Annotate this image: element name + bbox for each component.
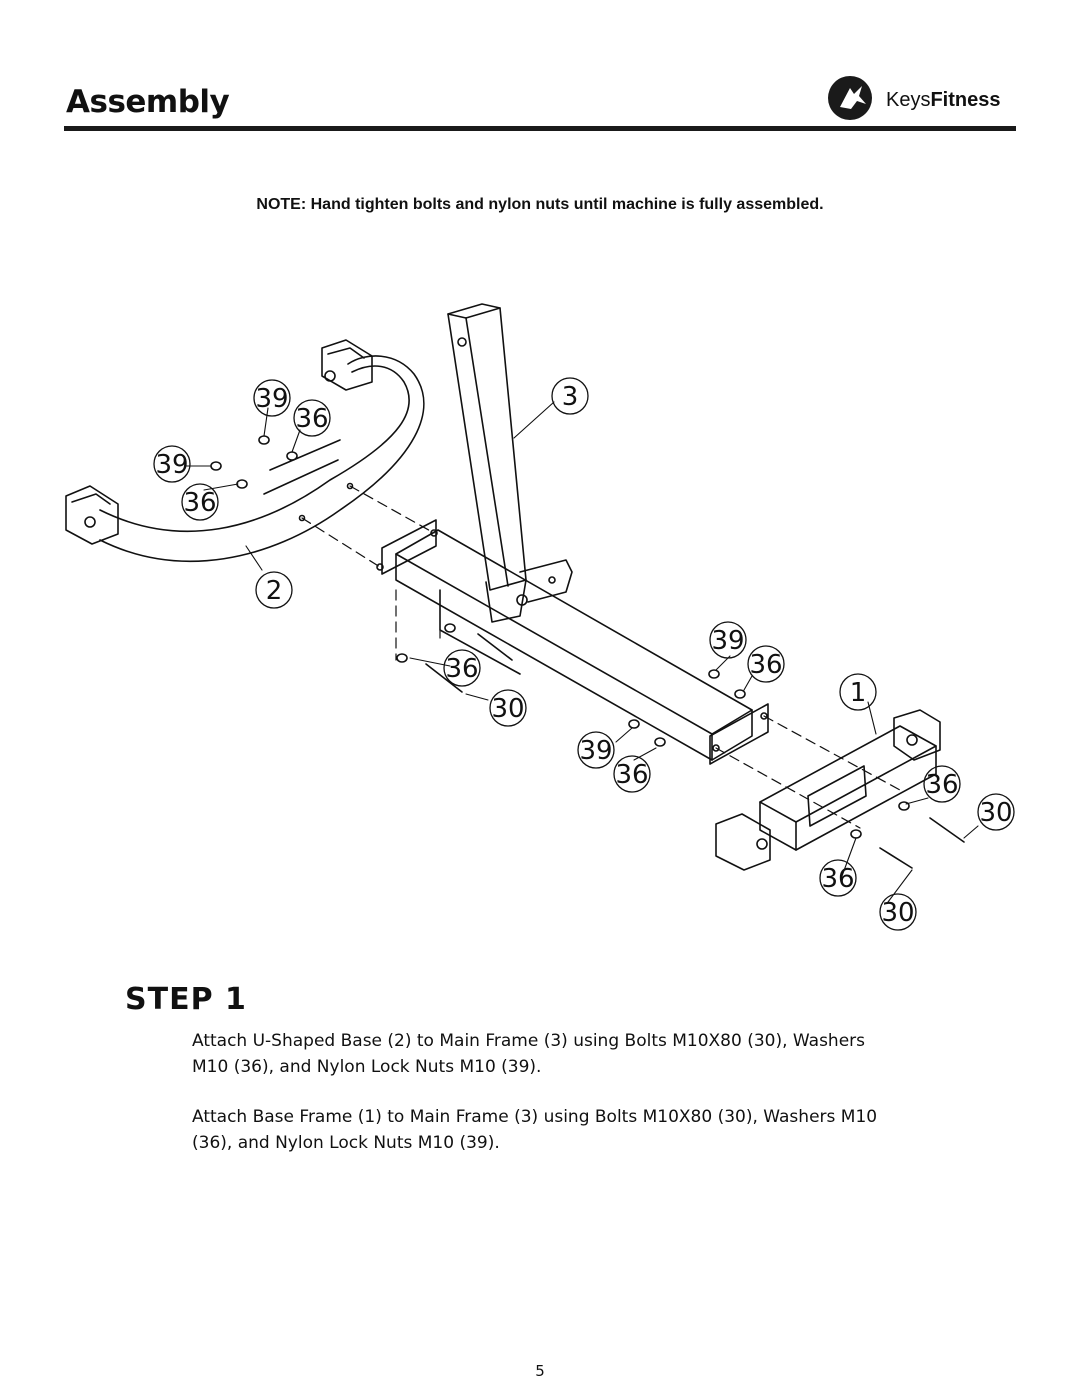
callout-washer-36: 36 (183, 488, 216, 518)
callout-nut-39: 39 (711, 626, 744, 656)
keys-fitness-logo: KeysFitness (826, 74, 1020, 122)
callout-washer-36: 36 (295, 404, 328, 434)
front-base-frame (715, 709, 941, 871)
callout-leader-lines (185, 401, 979, 903)
step-heading: STEP 1 (125, 982, 247, 1017)
callout-nut-39: 39 (155, 450, 188, 480)
callout-part-3: 3 (562, 382, 579, 412)
callout-washer-36: 36 (615, 760, 648, 790)
callout-part-1: 1 (850, 678, 867, 708)
logo-wordmark: KeysFitness (886, 89, 1001, 112)
main-frame-upright (447, 303, 573, 623)
header-divider (64, 126, 1016, 131)
page-number: 5 (535, 1362, 545, 1380)
callout-bolt-30: 30 (979, 798, 1012, 828)
callout-bolt-30: 30 (491, 694, 524, 724)
callout-part-2: 2 (266, 576, 283, 606)
hardware-fasteners (210, 435, 965, 869)
runner-emblem-icon (828, 76, 872, 120)
assembly-guide-lines (301, 485, 901, 829)
assembly-note: NOTE: Hand tighten bolts and nylon nuts … (256, 196, 824, 213)
callout-washer-36: 36 (821, 864, 854, 894)
callout-nut-39: 39 (255, 384, 288, 414)
callout-washer-36: 36 (445, 654, 478, 684)
callout-washer-36: 36 (925, 770, 958, 800)
callout-washer-36: 36 (749, 650, 782, 680)
assembly-diagram: 3 39 36 39 36 2 36 30 39 36 1 39 36 36 3… (65, 303, 1015, 931)
u-shaped-base (65, 339, 425, 563)
main-frame-beam (376, 519, 769, 765)
step-instruction-1: Attach U-Shaped Base (2) to Main Frame (… (192, 1031, 866, 1077)
page-title: Assembly (66, 84, 230, 120)
callout-circles (153, 377, 1015, 931)
step-instruction-2: Attach Base Frame (1) to Main Frame (3) … (192, 1107, 878, 1153)
logo-fitness-text: Fitness (930, 89, 1001, 111)
callout-nut-39: 39 (579, 736, 612, 766)
callout-bolt-30: 30 (881, 898, 914, 928)
logo-keys-text: Keys (886, 89, 931, 111)
